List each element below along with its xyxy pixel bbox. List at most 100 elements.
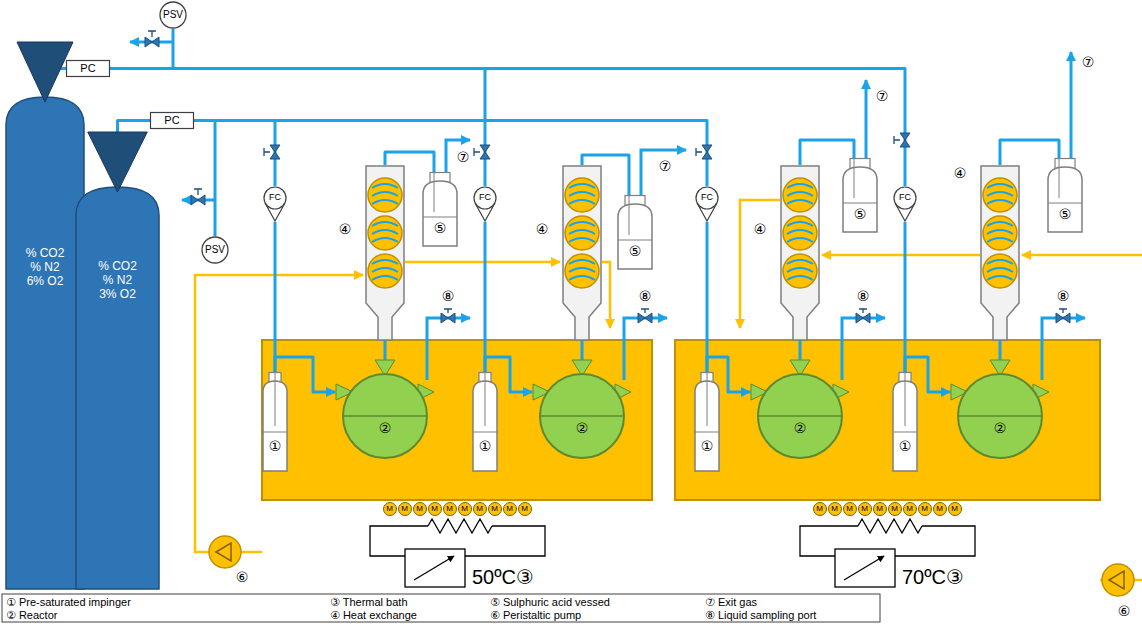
heat-exchanger-part [787,222,813,242]
gas-cylinder-text: % CO2 % N2 6% O2 [22,247,68,288]
flow-controller-part [894,187,916,209]
callout-number: ⑦ [457,150,470,164]
impinger-part [485,373,486,426]
valve-handle [264,148,270,156]
water-line [241,551,262,554]
acid-vessel-part [1048,167,1082,232]
peristaltic-pump [209,536,241,568]
gas-pipe [118,121,151,133]
pc-box-text: PC [80,62,95,75]
acid-vessel-part [1048,203,1082,204]
callout-number: ⑧ [1057,289,1070,303]
flow-controller-outline [892,186,918,222]
legend-entry: ⑧ Liquid sampling port [705,609,816,622]
stirrer-mark: M [443,502,457,516]
heat-exchanger-part [983,178,1017,212]
stirrer-mark: M [503,502,517,516]
valve-symbol [1056,313,1070,323]
acid-vessel-part [1059,159,1060,198]
acid-vessel-part [854,159,855,198]
gas-cylinder-part [6,97,84,589]
gas-pipe [194,121,215,237]
flow-controller-text: FC [479,192,491,202]
heat-exchanger-part [983,254,1017,288]
acid-vessel-text: ⑤ [854,206,867,222]
heat-exchanger: ④ [780,165,820,340]
heat-exchanger: ④ [562,165,602,340]
gas-pipe [484,222,487,372]
controller-box [405,549,465,587]
flow-controller-outline [472,186,498,222]
water-line [822,254,980,257]
impinger-text: ① [701,438,714,454]
valve-handle [641,309,649,313]
callout-number: ⑦ [876,89,889,103]
gas-pipe [274,222,277,372]
impinger-outline [891,372,919,472]
exit-pipe [865,80,868,158]
sampling-pipe [842,318,885,380]
stirrer-mark: M [458,502,472,516]
reactor-flask-part [540,415,624,417]
impinger-part [263,432,287,433]
reactor-flask-part [540,374,624,458]
legend-entry: ⑥ Peristaltic pump [490,609,581,622]
impinger-text: ① [269,438,282,454]
heat-exchanger-text: ④ [754,221,767,237]
pump-triangle [216,543,231,561]
reactor-flask-part [958,415,1042,417]
valve-symbol [191,195,205,205]
heat-exchanger-part [372,184,398,204]
stirrer-mark: M [918,502,932,516]
heat-exchanger-part [565,216,599,250]
heat-exchanger-part [569,222,595,242]
legend-entry: ① Pre-saturated impinger [6,596,131,609]
heat-exchanger-part [569,184,595,204]
heat-exchanger-part [787,184,813,204]
gas-pipe [110,69,485,187]
gas-cylinder-outline [5,42,85,590]
heat-exchanger-part [783,216,817,250]
valve-handle [148,31,156,37]
callout-number: ⑧ [442,289,455,303]
sampling-pipe [1042,318,1085,380]
pc-box: PC [150,112,194,129]
acid-vessel-text: ⑤ [629,243,642,259]
valve-symbol [270,145,280,159]
psv-circle: PSV [201,236,229,264]
heat-exchanger-part [372,260,398,280]
heat-exchanger-text: ④ [954,165,967,181]
gas-cylinder-text: % CO2 % N2 3% O2 [95,260,141,301]
stirrer-mark: M [473,502,487,516]
heat-exchanger-text: ④ [536,221,549,237]
stirrer-mark: M [873,502,887,516]
gas-cylinder-part [76,187,159,589]
callout-number: ⑥ [236,570,249,584]
thermal-bath [262,340,652,500]
legend-entry: ⑤ Sulphuric acid vessed [490,596,610,609]
reactor-flask-text: ② [576,420,589,436]
heat-exchanger-part [987,222,1013,242]
impinger-outline [261,372,289,472]
valve-handle [474,148,480,156]
water-loop [195,200,1142,580]
flow-controller-outline [262,186,288,222]
impinger-text: ① [479,438,492,454]
callout-number: ⑥ [1118,604,1131,618]
valve-symbol [856,313,870,323]
psv-circle-part [202,237,228,263]
gas-pipes [130,42,1085,380]
reactor-flask-part [343,415,427,417]
heat-exchanger-part [787,260,813,280]
exit-pipe [641,150,686,195]
heat-exchanger: ④ [365,165,405,340]
heat-exchanger-part [987,184,1013,204]
reactor-flask-part [758,374,842,458]
valve-symbol [441,313,455,323]
heat-exchanger-part [368,216,402,250]
stirrer-mark: M [383,502,397,516]
heat-exchanger-outline [980,165,1020,340]
impinger-part [893,432,917,433]
heat-exchanger-part [783,254,817,288]
temperature-label: 50ºC③ [472,566,534,589]
